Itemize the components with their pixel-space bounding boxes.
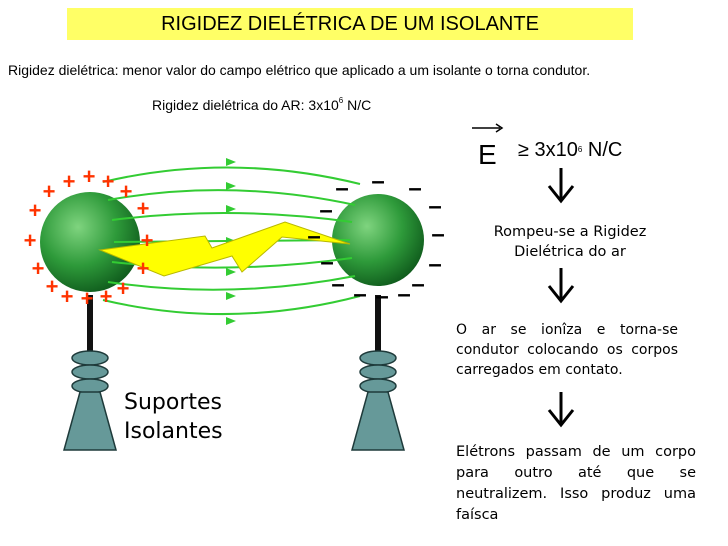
svg-text:E: E (478, 139, 497, 170)
svg-text:–: – (375, 283, 388, 310)
flow-arrows (547, 168, 575, 428)
svg-text:–: – (371, 168, 384, 195)
field-condition-box: ≥ 3x106 N/C (506, 134, 636, 167)
step-dielectric-broken: Rompeu-se a Rigidez Dielétrica do ar (493, 224, 647, 260)
right-insulating-support (351, 295, 405, 451)
field-vector-symbol: E (472, 123, 504, 170)
svg-text:–: – (307, 223, 320, 250)
positive-sphere (40, 192, 140, 292)
svg-text:+: + (63, 169, 76, 194)
definition-text: Rigidez dielétrica: menor valor do campo… (8, 62, 591, 78)
svg-text:+: + (24, 228, 37, 253)
step-air-ionizes: O ar se ionîza e torna-se condutor coloc… (456, 322, 678, 378)
svg-text:–: – (428, 251, 441, 278)
supports-label-line2: Isolantes (124, 419, 223, 444)
svg-text:–: – (397, 281, 410, 308)
svg-text:+: + (29, 198, 42, 223)
svg-text:–: – (319, 197, 332, 224)
negative-sphere (332, 194, 424, 286)
negative-charges: – – – – – – – – – – – – – – (307, 168, 444, 310)
svg-text:–: – (428, 193, 441, 220)
positive-charges: + + + + + + + + + + + + + + + + (24, 164, 154, 311)
air-dielectric-strength: Rigidez dielétrica do AR: 3x106 N/C (152, 96, 372, 113)
left-insulating-support (63, 295, 117, 451)
supports-label: Suportes Isolantes (124, 388, 223, 446)
slide-title: RIGIDEZ DIELÉTRICA DE UM ISOLANTE (67, 8, 633, 40)
svg-text:+: + (32, 256, 45, 281)
svg-text:+: + (117, 276, 130, 301)
svg-text:+: + (137, 196, 150, 221)
svg-text:+: + (137, 256, 150, 281)
svg-text:–: – (331, 271, 344, 298)
spark-lightning (98, 221, 351, 277)
svg-text:–: – (411, 271, 424, 298)
supports-label-line1: Suportes (124, 390, 223, 415)
svg-text:–: – (431, 221, 444, 248)
step-electrons-spark: Elétrons passam de um corpo para outro a… (456, 444, 696, 523)
svg-text:+: + (83, 164, 96, 189)
svg-text:+: + (141, 228, 154, 253)
svg-text:–: – (353, 281, 366, 308)
svg-text:+: + (102, 169, 115, 194)
svg-text:+: + (81, 286, 94, 311)
svg-text:–: – (320, 249, 333, 276)
svg-text:+: + (100, 284, 113, 309)
svg-text:–: – (335, 175, 348, 202)
svg-text:–: – (408, 175, 421, 202)
svg-text:+: + (120, 179, 133, 204)
svg-text:+: + (46, 274, 59, 299)
svg-text:+: + (61, 284, 74, 309)
svg-text:+: + (43, 179, 56, 204)
